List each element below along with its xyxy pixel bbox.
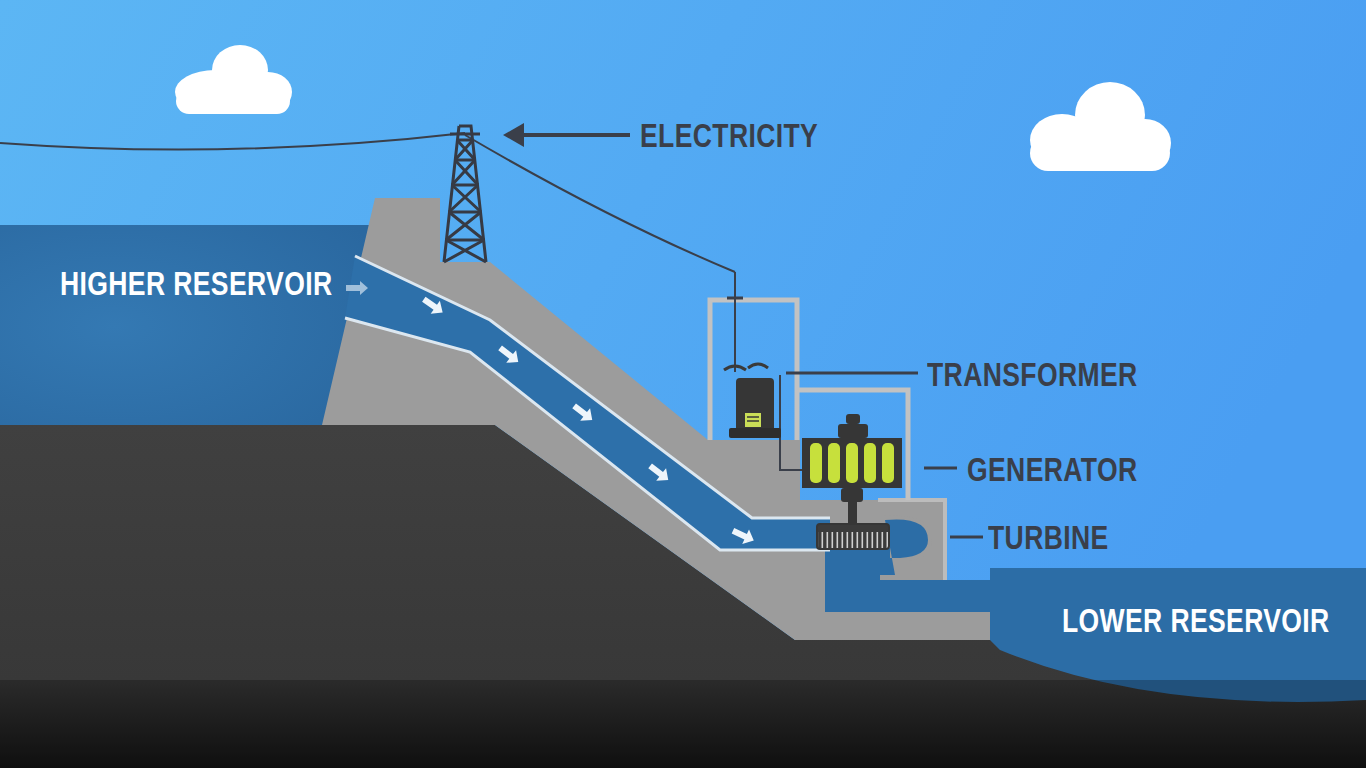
part-label: GENERATOR	[967, 452, 1138, 486]
higher-reservoir-water	[0, 225, 380, 427]
part-label: ELECTRICITY	[640, 118, 818, 152]
cloud	[175, 45, 292, 114]
part-label: LOWER RESERVOIR	[1062, 603, 1330, 637]
powerhouse-wall	[797, 390, 908, 500]
cloud	[1030, 82, 1171, 171]
part-label: TURBINE	[988, 520, 1109, 554]
flow-arrow	[346, 281, 757, 548]
powerhouse-wall	[710, 300, 797, 440]
part-label: TRANSFORMER	[927, 357, 1138, 391]
generator	[802, 414, 902, 524]
transmission-tower	[444, 126, 486, 262]
leader-line	[503, 123, 983, 537]
part-label: HIGHER RESERVOIR	[60, 266, 332, 300]
power-line	[465, 135, 735, 272]
generator-wire	[780, 375, 802, 470]
power-line	[0, 133, 465, 150]
dam	[322, 198, 990, 640]
turbine	[817, 524, 889, 549]
transformer	[724, 364, 781, 438]
penstock	[345, 256, 830, 550]
